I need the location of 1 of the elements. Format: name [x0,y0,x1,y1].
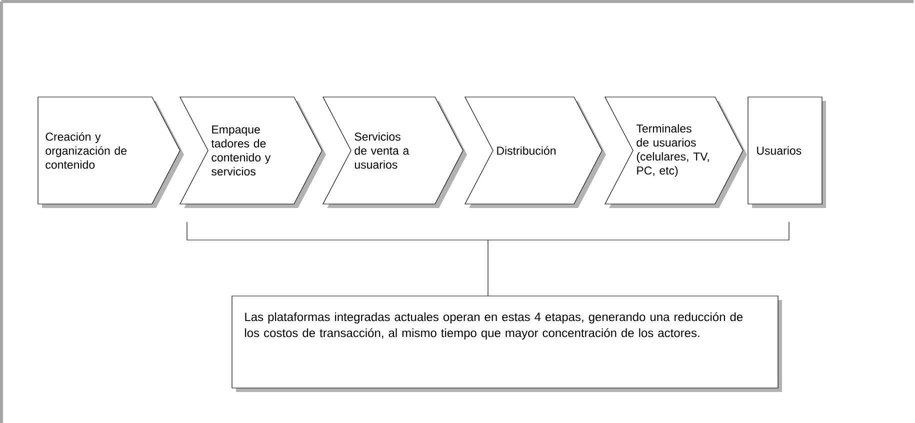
note-box: Las plataformas integradas actuales operan en estas 4 etapas, generando una reducción de los costos de transacción, al mismo tiempo que mayor concentración de los actores. [232,296,782,392]
